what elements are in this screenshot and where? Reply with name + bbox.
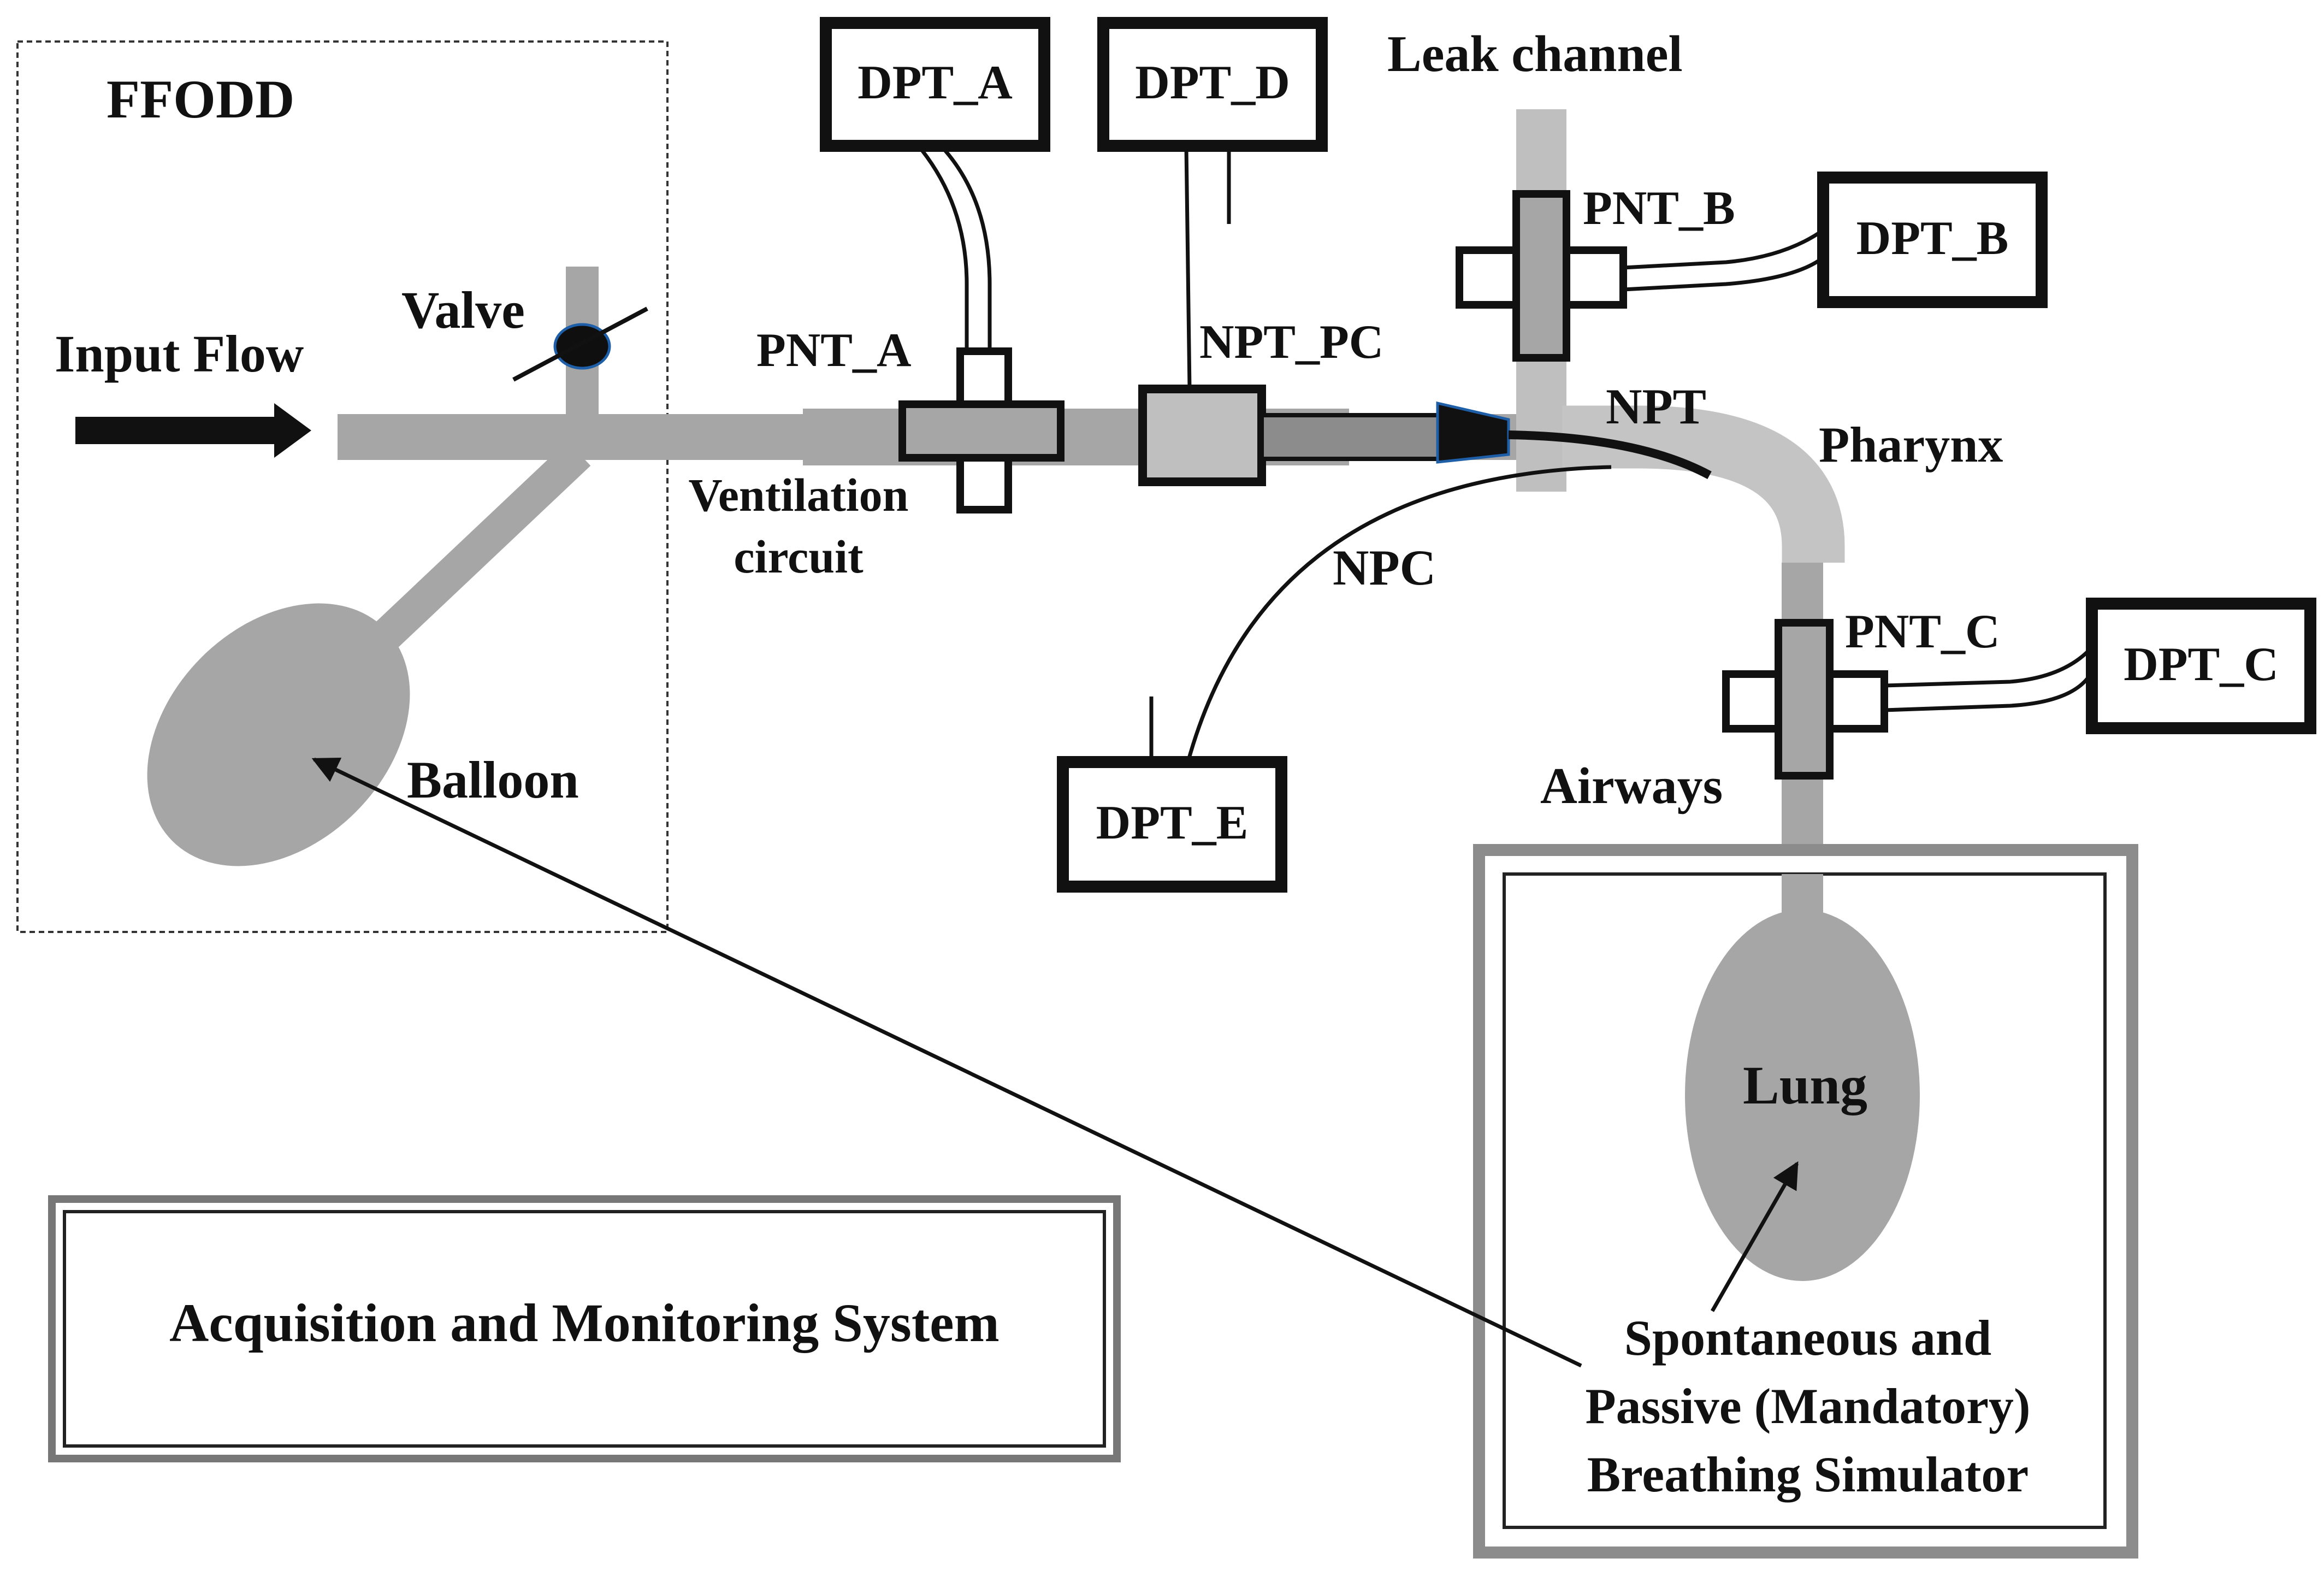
npt-pc (1138, 385, 1266, 486)
dpt-e-box (1057, 756, 1287, 893)
simulator-label-1: Spontaneous and (1624, 1310, 1991, 1366)
balloon (147, 603, 410, 866)
dpt-d-box (1097, 17, 1328, 152)
dpt-a-label: DPT_A (858, 56, 1013, 109)
pharynx-label: Pharynx (1819, 417, 2003, 473)
dpt-c-label: DPT_C (2124, 638, 2279, 691)
ffodd-box (16, 40, 669, 933)
balloon-label: Balloon (407, 751, 579, 809)
balloon-stem (370, 441, 591, 652)
npt-label: NPT (1606, 379, 1706, 434)
acquisition-system-label: Acquisition and Monitoring System (169, 1292, 1000, 1353)
npt-tip (1436, 401, 1510, 464)
pnt-c-label: PNT_C (1845, 605, 2000, 658)
simulator-label-3: Breathing Simulator (1587, 1447, 2029, 1502)
npc-label: NPC (1333, 540, 1436, 595)
valve-stem (512, 306, 648, 382)
airways-label: Airways (1540, 758, 1723, 814)
dpt-a-box (820, 17, 1050, 152)
dpt-e-label: DPT_E (1096, 796, 1249, 849)
dpt-c-tubing-inner (1884, 671, 2094, 712)
ventilation-circuit-label-2: circuit (734, 530, 864, 583)
valve-label: Valve (401, 281, 525, 339)
ffodd-label: FFODD (107, 69, 294, 129)
dpt-b-label: DPT_B (1856, 212, 2009, 265)
dpt-a-tubing-inner (943, 149, 992, 351)
dpt-c-box (2086, 598, 2316, 734)
simulator-label-2: Passive (Mandatory) (1585, 1378, 2030, 1434)
lung (1685, 910, 1920, 1281)
dpt-d-label: DPT_D (1135, 56, 1290, 109)
dpt-b-box (1817, 172, 2048, 308)
pnt-a-label: PNT_A (756, 324, 912, 377)
acquisition-to-balloon-arrow (311, 757, 1582, 1368)
pnt-a (898, 347, 1065, 513)
acquisition-box-inner (63, 1210, 1106, 1448)
pnt-b-label: PNT_B (1583, 182, 1735, 235)
npc-line (1186, 465, 1612, 763)
pnt-b (1456, 190, 1627, 362)
dpt-d-line (1184, 147, 1192, 389)
lung-label: Lung (1743, 1055, 1867, 1115)
npt-dark-tube (1259, 413, 1444, 461)
acquisition-box-outer (48, 1195, 1121, 1462)
input-flow-label: Input Flow (55, 324, 304, 383)
npt-pc-label: NPT_PC (1199, 316, 1383, 369)
ventilation-circuit-label-1: Ventilation (689, 469, 909, 521)
dpt-a-tubing (920, 149, 969, 351)
simulator-to-lung-arrow (1710, 1161, 1799, 1312)
dpt-c-tubing (1884, 646, 2094, 688)
pharynx-tube (1562, 405, 1845, 563)
leak-channel-label: Leak channel (1387, 26, 1683, 82)
input-flow-arrow (75, 403, 311, 458)
dpt-b-tubing (1623, 228, 1826, 270)
npt-catheter (1508, 430, 1712, 480)
dpt-b-tubing-inner (1623, 255, 1826, 292)
pnt-c (1722, 619, 1888, 780)
